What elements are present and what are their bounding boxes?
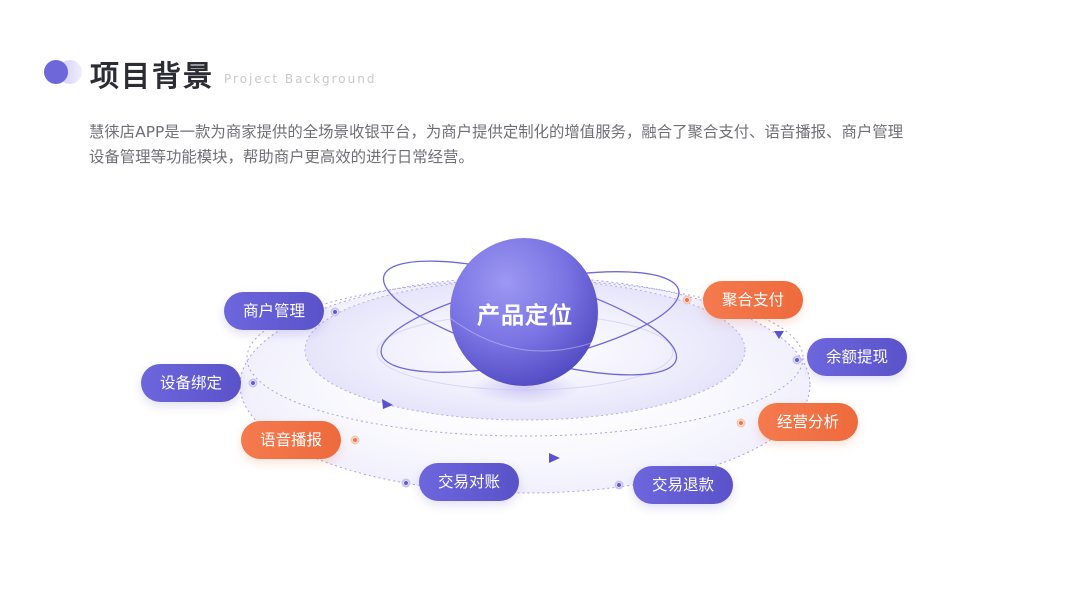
node-aggregate-payment: 聚合支付	[703, 281, 803, 319]
node-transaction-reconciliation: 交易对账	[419, 463, 519, 501]
node-transaction-refund: 交易退款	[633, 466, 733, 504]
node-merchant-management: 商户管理	[224, 292, 324, 330]
node-voice-broadcast: 语音播报	[241, 421, 341, 459]
center-label: 产品定位	[455, 296, 595, 330]
node-balance-withdrawal: 余额提现	[807, 338, 907, 376]
node-business-analysis: 经营分析	[758, 403, 858, 441]
node-device-binding: 设备绑定	[141, 364, 241, 402]
